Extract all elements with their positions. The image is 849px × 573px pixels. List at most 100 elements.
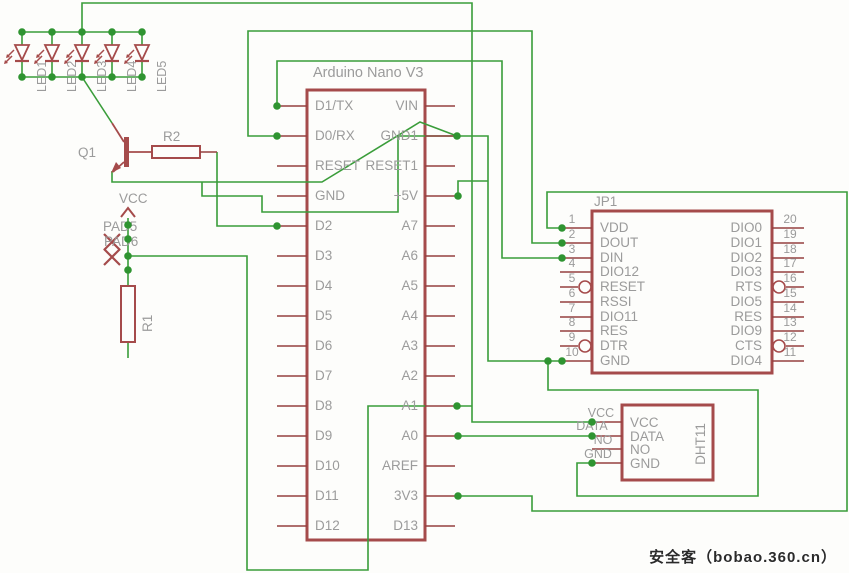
wire xyxy=(455,191,848,512)
led-label: LED5 xyxy=(155,61,169,92)
junction-dot xyxy=(273,102,281,110)
wire xyxy=(111,121,458,183)
watermark: 安全客（bobao.360.cn） xyxy=(649,549,837,566)
led-icon xyxy=(133,44,151,63)
inverted-pin-icon xyxy=(772,339,786,353)
arduino-pin-label: +5V xyxy=(394,188,418,203)
arduino-box xyxy=(305,88,427,542)
arduino-pin-label: AREF xyxy=(382,458,418,473)
arduino-pin-label: D3 xyxy=(315,248,332,263)
component-boxes xyxy=(305,88,774,542)
arduino-pin-label: GND1 xyxy=(380,128,418,143)
jp1-pin-number: 10 xyxy=(565,345,579,359)
jp1-pin-label: RTS xyxy=(735,279,762,294)
jp1-pin-number: 14 xyxy=(783,301,797,315)
junction-dot xyxy=(273,132,281,140)
jp1-pin-number: 11 xyxy=(784,345,797,359)
wire xyxy=(457,135,560,362)
led-ray-arrow xyxy=(96,54,100,58)
jp1-pin-number: 6 xyxy=(569,286,576,300)
junction-dot xyxy=(108,28,116,36)
dht11-box xyxy=(620,403,715,482)
arduino-pin-label: RESET xyxy=(315,158,360,173)
jp1-pin-label: RES xyxy=(600,323,628,338)
jp1-pin-number: 4 xyxy=(569,256,576,270)
junction-dot xyxy=(558,239,566,247)
led-label: LED4 xyxy=(125,61,139,92)
arduino-nano: Arduino Nano V3D1/TXD0/RXRESETGNDD2D3D4D… xyxy=(277,65,455,533)
led-ray-arrow xyxy=(36,54,40,58)
jp1-pin-label: DIO5 xyxy=(730,294,762,309)
jp1-pin-label: DIO2 xyxy=(730,250,762,265)
jp1-pin-number: 12 xyxy=(783,330,797,344)
junction-dot xyxy=(48,28,56,36)
arduino-pin-label: D6 xyxy=(315,338,332,353)
junction-dot xyxy=(124,252,132,260)
jp1-pin-label: GND xyxy=(600,353,630,368)
arduino-pin-label: A3 xyxy=(401,338,418,353)
arduino-pin-label: A2 xyxy=(401,368,418,383)
wire xyxy=(547,361,759,497)
wire xyxy=(81,2,592,423)
dht11-pin-label: GND xyxy=(630,456,660,471)
led-label: LED1 xyxy=(35,61,49,92)
inverted-pin-icon xyxy=(772,280,786,294)
junction-dot xyxy=(48,73,56,81)
q1-emitter-arrow xyxy=(111,162,121,173)
jp1-pin-label: DIO11 xyxy=(600,309,638,324)
jp1-box xyxy=(590,209,774,375)
led-ray-arrow xyxy=(34,60,38,64)
pad6-label: PAD6 xyxy=(104,234,138,249)
arduino-pin-label: D8 xyxy=(315,398,332,413)
junction-dot xyxy=(453,402,461,410)
jp1-pin-label: DIO3 xyxy=(730,264,762,279)
inverted-pin-icon xyxy=(578,280,592,294)
dht11-pin-label: NO xyxy=(630,442,650,457)
r1-body xyxy=(120,285,136,343)
dht11-wire-label: VCC xyxy=(588,406,614,420)
junction-dot xyxy=(273,222,281,230)
junction-dot xyxy=(138,28,146,36)
jp1-pin-label: DIO12 xyxy=(600,264,639,279)
junction-dot xyxy=(588,432,596,440)
arduino-pin-label: D1/TX xyxy=(315,98,353,113)
arduino-pin-label: D9 xyxy=(315,428,332,443)
arduino-pin-label: D5 xyxy=(315,308,332,323)
junction-dot xyxy=(588,459,596,467)
arduino-pin-label: D0/RX xyxy=(315,128,355,143)
arduino-pin-label: 3V3 xyxy=(394,488,418,503)
jp1-pin-number: 19 xyxy=(783,227,797,241)
junction-dot xyxy=(588,418,596,426)
jp1-pin-label: RES xyxy=(734,309,762,324)
arduino-pin-label: D12 xyxy=(315,518,340,533)
arduino-pin-label: VIN xyxy=(395,98,418,113)
arduino-pin-label: D11 xyxy=(315,488,339,503)
junction-dot xyxy=(78,28,86,36)
pad5-label: PAD5 xyxy=(103,219,137,234)
jp1-pin-number: 8 xyxy=(569,315,576,329)
arduino-pin-label: A5 xyxy=(401,278,418,293)
junction-dot xyxy=(18,28,26,36)
led-icon xyxy=(103,44,121,63)
jp1-pin-label: DIO0 xyxy=(730,220,762,235)
led-ray-arrow xyxy=(4,60,8,64)
arduino-pin-label: D10 xyxy=(315,458,340,473)
jp1-pin-label: VDD xyxy=(600,220,629,235)
arduino-pin-label: A0 xyxy=(401,428,418,443)
r1-label: R1 xyxy=(140,315,155,332)
led-icon xyxy=(43,44,61,63)
junction-dot xyxy=(454,432,462,440)
wire xyxy=(81,76,113,124)
led-label: LED2 xyxy=(65,61,79,92)
jp1-pin-label: DIO9 xyxy=(730,323,762,338)
segment xyxy=(103,233,121,251)
junction-dot xyxy=(544,357,552,365)
arduino-pin-label: A4 xyxy=(401,308,418,323)
wire xyxy=(276,60,560,259)
jp1-pin-label: DOUT xyxy=(600,235,638,250)
jp1-pin-number: 1 xyxy=(569,212,576,226)
arduino-pin-label: A1 xyxy=(401,398,418,413)
